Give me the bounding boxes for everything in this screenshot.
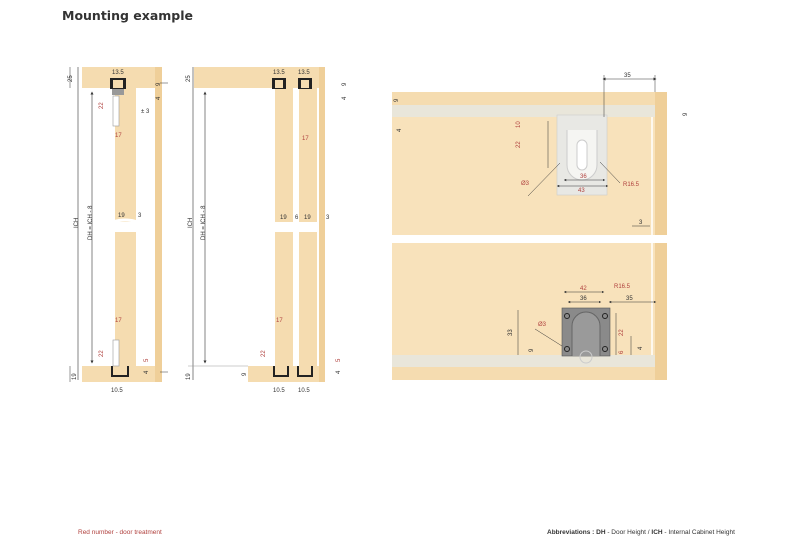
dim-bottom-rail-width: 10.5 bbox=[111, 388, 123, 394]
label-dh: DH = ICH - 8 bbox=[201, 205, 207, 240]
dim-door1-thickness: 19 bbox=[280, 215, 287, 221]
dim-bottom-thickness: 19 bbox=[72, 373, 78, 380]
dim-door-gap: 6 bbox=[295, 215, 299, 221]
dim-r165-top: R16.5 bbox=[623, 182, 640, 188]
dim-top-thickness: 25 bbox=[68, 75, 74, 82]
dim-36-bottom: 36 bbox=[580, 296, 587, 302]
dim-top-35: 35 bbox=[624, 73, 631, 79]
dim-bottom-rail-2: 10.5 bbox=[298, 388, 310, 394]
dim-adjust: ± 3 bbox=[141, 109, 150, 115]
dim-top-9-right: 9 bbox=[683, 112, 689, 116]
dim-hw-17-bottom: 17 bbox=[115, 318, 122, 324]
dim-top-4: 4 bbox=[342, 96, 348, 100]
dim-side-gap: 3 bbox=[326, 215, 330, 221]
dim-rail-width-2: 13.5 bbox=[298, 70, 310, 76]
dim-top-thickness: 25 bbox=[186, 75, 192, 82]
abbr-ich: ICH bbox=[651, 529, 663, 536]
dim-top-4: 4 bbox=[397, 128, 403, 132]
label-ich: ICH bbox=[74, 218, 80, 228]
dim-top-9-left: 9 bbox=[394, 98, 400, 102]
dim-43: 43 bbox=[578, 188, 585, 194]
dim-bottom-rail-1: 10.5 bbox=[273, 388, 285, 394]
dim-10: 10 bbox=[516, 121, 522, 128]
dim-bottom-9: 9 bbox=[242, 372, 248, 376]
dim-hw-22-top: 22 bbox=[99, 102, 105, 109]
dim-side-3: 3 bbox=[639, 220, 643, 226]
dim-top-9: 9 bbox=[342, 82, 348, 86]
dim-door-thickness: 19 bbox=[118, 213, 125, 219]
abbr-ich-text: - Internal Cabinet Height bbox=[662, 529, 735, 536]
label-dh: DH = ICH - 8 bbox=[88, 205, 94, 240]
dim-bottom-4: 4 bbox=[144, 370, 150, 374]
dim-dia3-bottom: Ø3 bbox=[538, 322, 547, 328]
dim-bottom-thickness: 19 bbox=[186, 373, 192, 380]
dim-bottom-5: 5 bbox=[144, 358, 150, 362]
dim-side-gap: 3 bbox=[138, 213, 142, 219]
diagram-double-door: 25 13.5 13.5 9 4 17 ICH DH = ICH - 8 19 … bbox=[186, 67, 348, 394]
diagram-front-view: 35 9 9 4 10 22 36 43 Ø3 R16.5 3 42 R16.5… bbox=[392, 73, 689, 380]
dim-top-4: 4 bbox=[156, 96, 162, 100]
abbreviations: Abbreviations : DH - Door Height / ICH -… bbox=[547, 529, 735, 536]
page-title: Mounting example bbox=[62, 8, 193, 23]
label-ich: ICH bbox=[188, 218, 194, 228]
diagram-single-door: 25 13.5 9 4 22 ± 3 17 ICH DH = ICH - 8 1… bbox=[68, 67, 168, 394]
abbr-label: Abbreviations : bbox=[547, 529, 597, 536]
dim-hw-22-bottom: 22 bbox=[99, 350, 105, 357]
dim-top-9: 9 bbox=[156, 82, 162, 86]
dim-22-top: 22 bbox=[516, 141, 522, 148]
dim-door2-thickness: 19 bbox=[304, 215, 311, 221]
dim-rail-width: 13.5 bbox=[112, 70, 124, 76]
dim-6: 6 bbox=[619, 350, 625, 354]
dim-hw-17-bottom: 17 bbox=[276, 318, 283, 324]
dim-9-bottom: 9 bbox=[529, 348, 535, 352]
legend-red-number: Red number - door treatment bbox=[78, 529, 162, 536]
dim-hw-17-top: 17 bbox=[115, 133, 122, 139]
dim-22-bottom: 22 bbox=[619, 329, 625, 336]
dim-hw-17-top: 17 bbox=[302, 136, 309, 142]
dim-42: 42 bbox=[580, 286, 587, 292]
dim-36-top: 36 bbox=[580, 174, 587, 180]
dim-33: 33 bbox=[508, 329, 514, 336]
dim-bottom-4: 4 bbox=[336, 370, 342, 374]
dim-dia3-top: Ø3 bbox=[521, 181, 530, 187]
dim-4-bottom: 4 bbox=[638, 346, 644, 350]
dim-r165-bottom: R16.5 bbox=[614, 284, 631, 290]
dim-bottom-5: 5 bbox=[336, 358, 342, 362]
abbr-dh-text: - Door Height / bbox=[605, 529, 652, 536]
dim-rail-width-1: 13.5 bbox=[273, 70, 285, 76]
abbr-dh: DH bbox=[596, 529, 606, 536]
dim-35-bottom: 35 bbox=[626, 296, 633, 302]
dim-hw-22-bottom: 22 bbox=[261, 350, 267, 357]
